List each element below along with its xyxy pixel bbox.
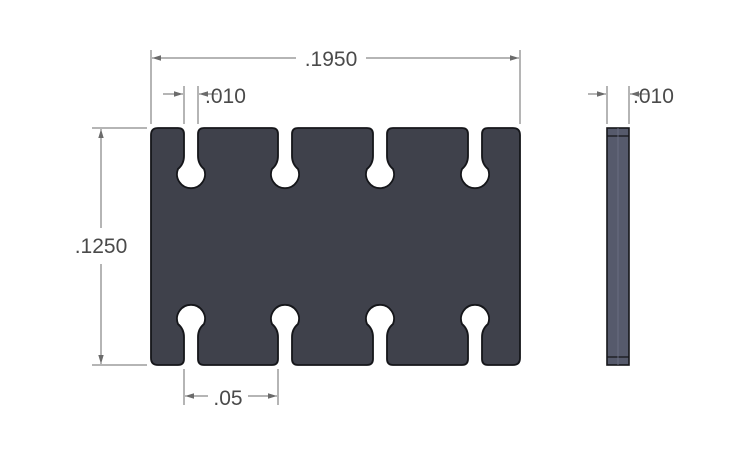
part-front-view [150,127,521,366]
dimension-slot-width [163,86,218,124]
dimension-thickness [588,86,648,124]
thickness-label: .010 [633,85,674,108]
slot-pitch-label: .05 [213,387,242,410]
overall-height-label: .1250 [75,235,128,258]
dimension-overall-height [92,127,147,366]
part-side-view [606,127,630,366]
dimension-overall-width [150,50,521,124]
slot-width-label: .010 [205,85,246,108]
overall-width-label: .1950 [305,48,358,71]
dimension-slot-pitch [183,369,279,405]
